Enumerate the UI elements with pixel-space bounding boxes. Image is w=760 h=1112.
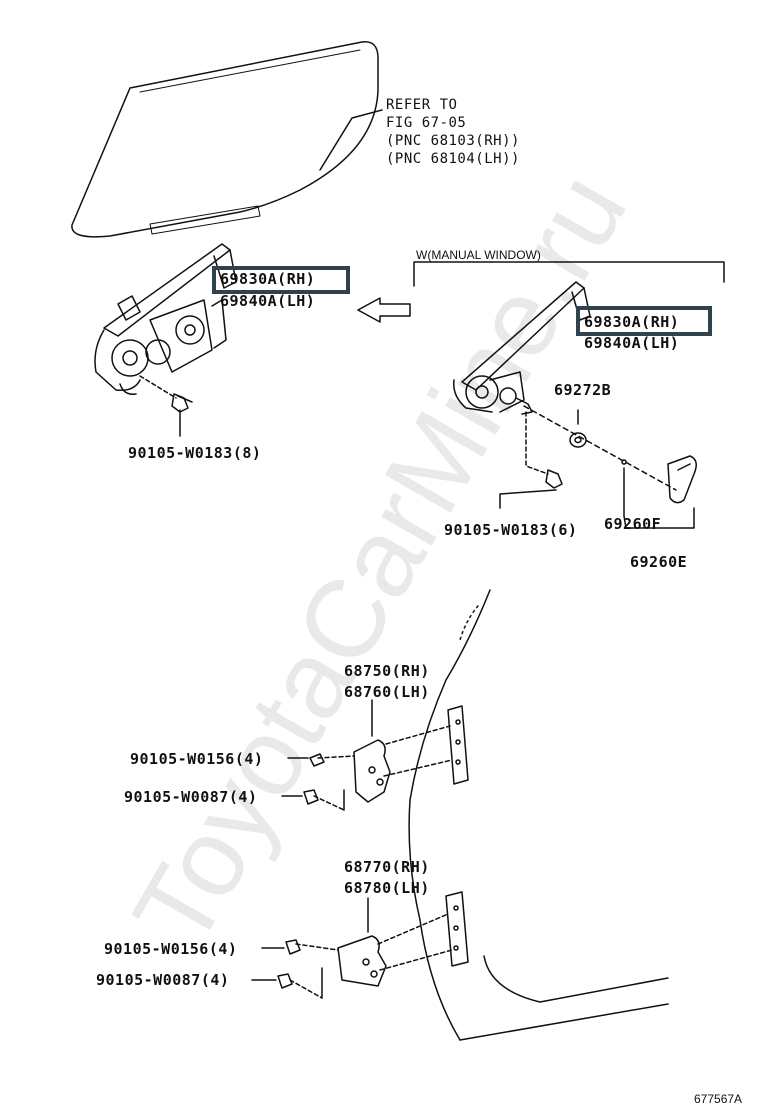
manual-window-caption: W(MANUAL WINDOW) bbox=[416, 248, 541, 262]
power-window-regulator bbox=[94, 243, 237, 396]
door-shell bbox=[408, 589, 669, 1041]
refer-leader bbox=[319, 109, 383, 171]
refer-line-2: FIG 67-05 bbox=[386, 115, 467, 131]
part-69830a-rh-power[interactable]: 69830A(RH) bbox=[220, 270, 316, 288]
part-handle[interactable]: 69260F bbox=[604, 515, 662, 533]
manual-window-bracket bbox=[413, 261, 725, 287]
bolt-manual bbox=[499, 411, 563, 509]
door-glass bbox=[71, 41, 379, 238]
part-lower-hinge-rh[interactable]: 68770(RH) bbox=[344, 858, 430, 876]
part-upper-bolt-1[interactable]: 90105-W0156(4) bbox=[130, 750, 264, 768]
manual-window-regulator bbox=[453, 281, 591, 415]
part-bolt-power[interactable]: 90105-W0183(8) bbox=[128, 444, 262, 462]
part-69830a-rh-manual[interactable]: 69830A(RH) bbox=[584, 313, 680, 331]
bolt-power bbox=[139, 375, 193, 437]
part-upper-bolt-2[interactable]: 90105-W0087(4) bbox=[124, 788, 258, 806]
part-upper-hinge-rh[interactable]: 68750(RH) bbox=[344, 662, 430, 680]
direction-arrow bbox=[357, 297, 411, 323]
part-lower-bolt-2[interactable]: 90105-W0087(4) bbox=[96, 971, 230, 989]
part-lower-bolt-1[interactable]: 90105-W0156(4) bbox=[104, 940, 238, 958]
refer-line-1: REFER TO bbox=[386, 97, 458, 113]
part-69840a-lh-power[interactable]: 69840A(LH) bbox=[220, 292, 316, 310]
lower-hinge bbox=[251, 891, 469, 999]
part-lower-hinge-lh[interactable]: 68780(LH) bbox=[344, 879, 430, 897]
refer-line-4: (PNC 68104(LH)) bbox=[386, 151, 520, 167]
part-upper-hinge-lh[interactable]: 68760(LH) bbox=[344, 683, 430, 701]
part-handle-assy[interactable]: 69260E bbox=[630, 553, 688, 571]
handle-axis bbox=[523, 405, 677, 491]
part-spacer[interactable]: 69272B bbox=[554, 381, 612, 399]
illustration-id: 677567A bbox=[694, 1092, 743, 1106]
part-69840a-lh-manual[interactable]: 69840A(LH) bbox=[584, 334, 680, 352]
part-bolt-manual[interactable]: 90105-W0183(6) bbox=[444, 521, 578, 539]
window-handle bbox=[621, 455, 697, 529]
spacer bbox=[569, 409, 587, 448]
upper-hinge bbox=[281, 699, 469, 811]
refer-line-3: (PNC 68103(RH)) bbox=[386, 133, 520, 149]
